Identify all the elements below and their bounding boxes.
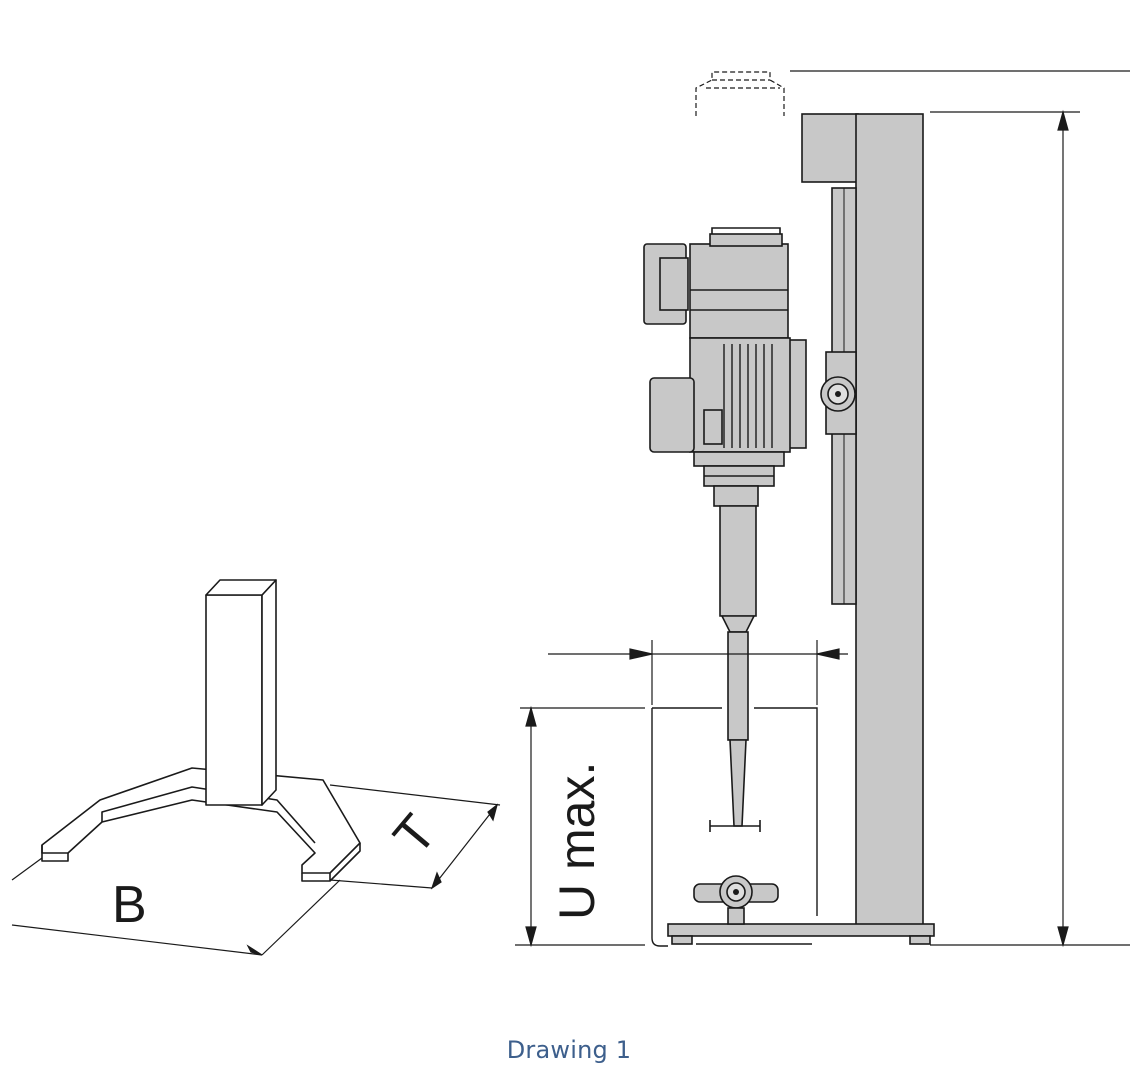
- base-foot-plate: [667, 923, 935, 937]
- column-body: [855, 113, 924, 927]
- clearance-dimension: [515, 705, 645, 948]
- depth-label: T: [383, 804, 448, 866]
- height-dimension: [1057, 109, 1069, 948]
- stand-column: [667, 113, 935, 945]
- base-inner-edge: [101, 786, 316, 844]
- motor: [643, 227, 791, 487]
- column-clamp: [787, 339, 857, 449]
- technical-drawing: B T: [11, 70, 1130, 956]
- capacitor: [649, 377, 695, 453]
- foot-left: [671, 935, 693, 945]
- column-side: [261, 579, 277, 806]
- column-head: [801, 113, 859, 183]
- raised-position-outline: [695, 71, 785, 116]
- clearance-label: U max.: [549, 762, 605, 920]
- motor-head: [689, 243, 789, 339]
- base-edge-front: [41, 843, 361, 882]
- figure-caption: Drawing 1: [506, 1036, 632, 1064]
- base-clamp-knob: [693, 875, 779, 925]
- width-label: B: [112, 876, 147, 934]
- column-top: [205, 579, 277, 596]
- stirrer-shaft: [709, 485, 761, 832]
- base-dimensions: [11, 784, 501, 956]
- stand-base-isometric: [41, 579, 361, 882]
- reference-lines: [790, 70, 1130, 946]
- vessel-outline: [651, 707, 818, 947]
- base-plate: [41, 767, 361, 874]
- foot-right: [909, 935, 931, 945]
- column-front: [205, 594, 263, 806]
- vessel-diameter-dimension: [548, 640, 848, 705]
